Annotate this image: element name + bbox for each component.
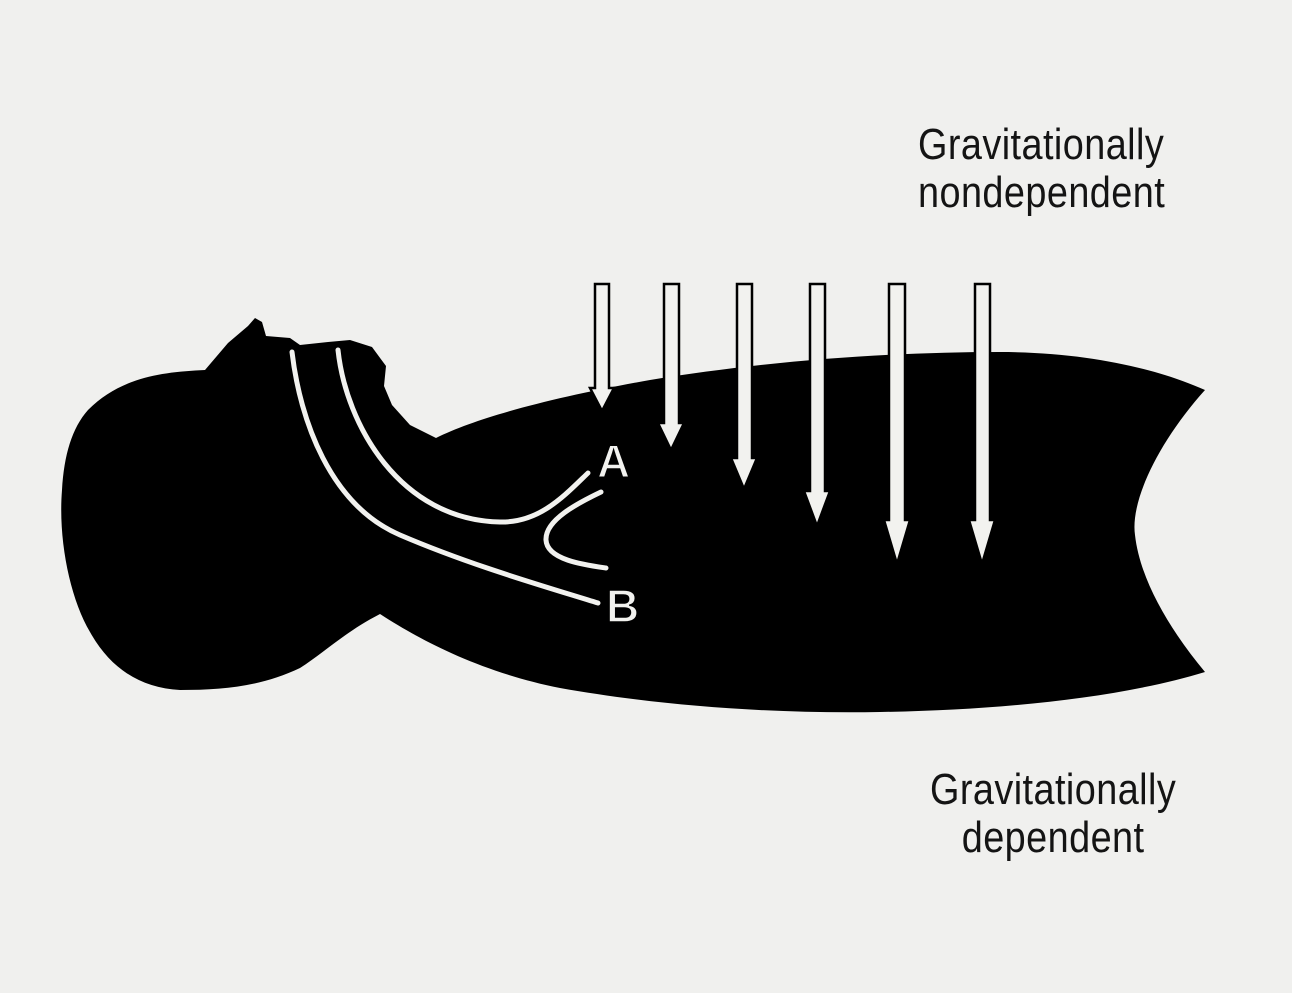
nondependent-label-line2: nondependent	[918, 169, 1165, 217]
dependent-label: Gravitationally dependent	[930, 766, 1176, 863]
gravity-arrow	[658, 284, 684, 450]
patient-silhouette	[61, 318, 1205, 712]
dependent-label-line1: Gravitationally	[930, 766, 1176, 814]
gravity-arrow	[884, 284, 910, 564]
gravity-arrow	[590, 284, 614, 411]
point-a-label: A	[597, 435, 630, 487]
dependent-label-line2: dependent	[930, 814, 1176, 862]
nondependent-label-line1: Gravitationally	[918, 121, 1165, 169]
nondependent-label: Gravitationally nondependent	[918, 121, 1165, 218]
point-b-label: B	[606, 580, 639, 632]
